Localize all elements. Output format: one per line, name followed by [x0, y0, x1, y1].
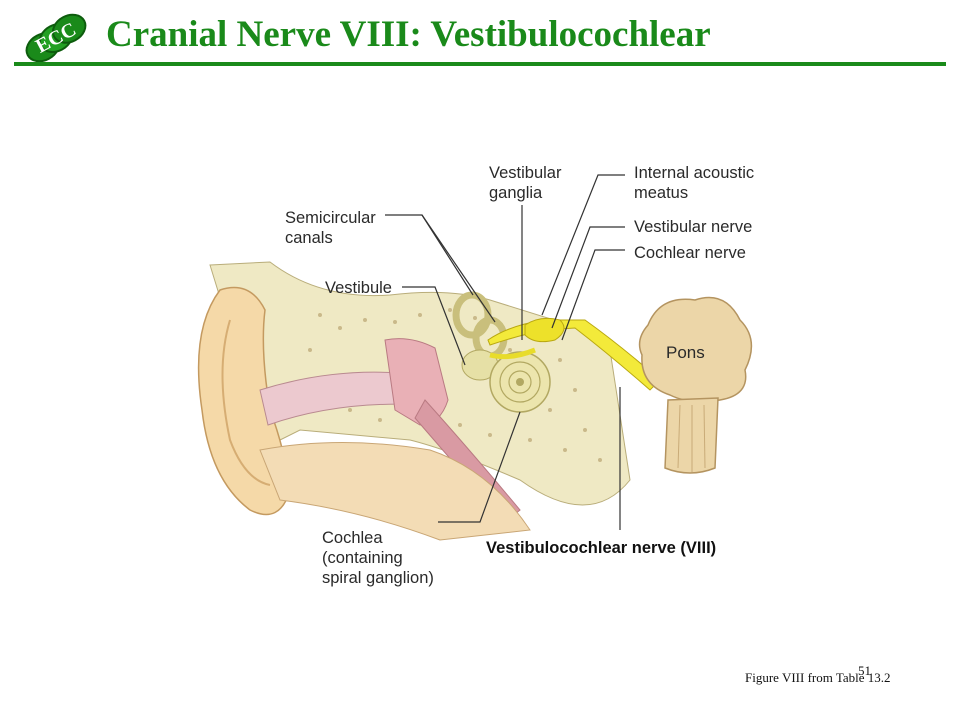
soft-tissue — [259, 442, 531, 541]
page-title: Cranial Nerve VIII: Vestibulocochlear — [106, 14, 711, 55]
ecc-logo: ECC — [25, 13, 87, 63]
label-vestibule: Vestibule — [325, 279, 392, 297]
label-vestibulocochlear-nerve: Vestibulocochlear nerve (VIII) — [486, 539, 717, 557]
label-pons: Pons — [666, 343, 705, 362]
vestibular-ganglia-shape — [524, 317, 565, 343]
label-cochlea: Cochlea (containing spiral ganglion) — [322, 529, 434, 587]
figure-caption: Figure VIII from Table 13.2 — [745, 670, 891, 685]
leader-lines — [385, 174, 625, 530]
ear-anatomy-illustration — [197, 174, 753, 541]
label-semicircular-canals: Semicircular canals — [285, 209, 376, 247]
page-number: 51 — [858, 663, 871, 678]
title-divider — [14, 62, 946, 66]
cochlea-shape — [489, 351, 551, 413]
label-vestibular-ganglia: Vestibular ganglia — [489, 164, 562, 202]
label-internal-acoustic-meatus: Internal acoustic meatus — [634, 164, 755, 202]
label-cochlear-nerve: Cochlear nerve — [634, 244, 746, 262]
pons-shape — [638, 296, 753, 474]
label-vestibular-nerve: Vestibular nerve — [634, 218, 753, 236]
